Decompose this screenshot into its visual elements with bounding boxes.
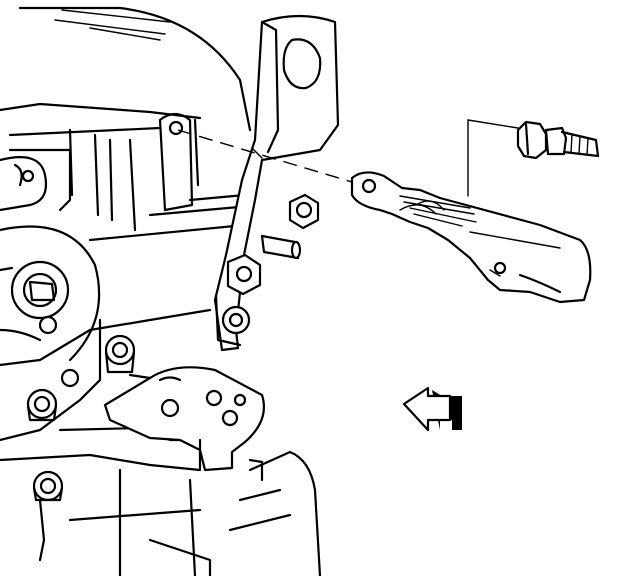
arrow-left-icon	[402, 386, 462, 432]
ground-strap	[350, 171, 592, 304]
mounting-bracket	[213, 14, 340, 352]
engine-block	[0, 6, 322, 576]
leader-lines	[177, 119, 519, 197]
bolt	[516, 120, 600, 160]
